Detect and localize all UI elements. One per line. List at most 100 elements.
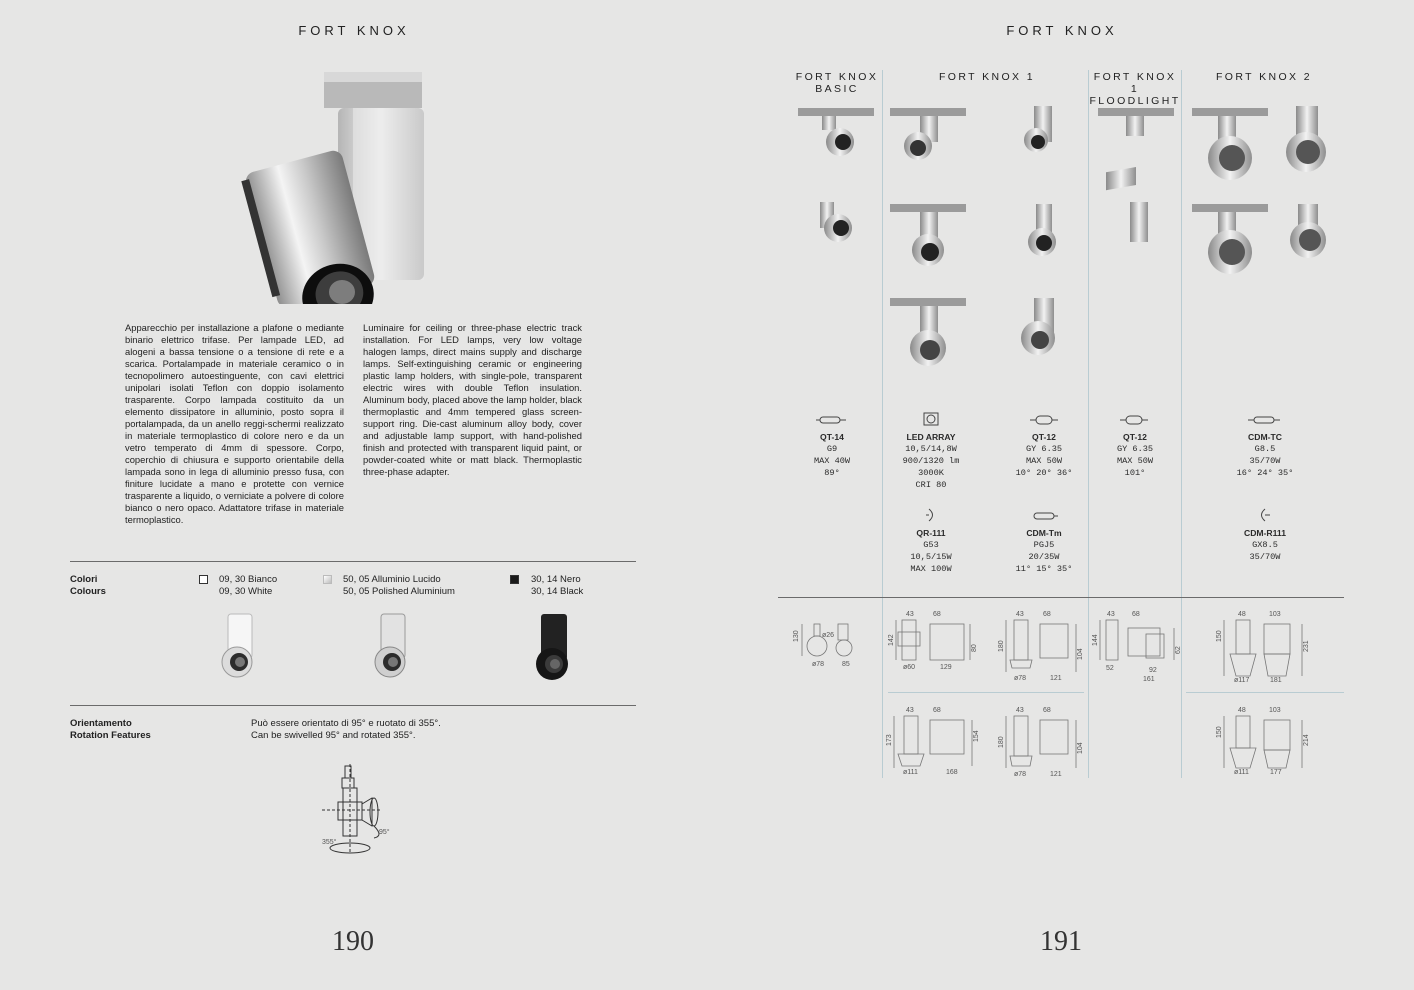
svg-text:ø78: ø78 — [812, 661, 824, 668]
led-array-icon — [923, 412, 939, 426]
spec-qt14: QT-14 G9 MAX 40W 89° — [813, 432, 851, 478]
svg-text:104: 104 — [1077, 648, 1084, 660]
aluminium-variant-image — [374, 613, 406, 678]
fk1-ceiling-spot-b — [1028, 204, 1056, 256]
basic-ceiling-spot — [820, 202, 852, 242]
svg-text:180: 180 — [998, 736, 1005, 748]
swivel-angle-label: 95° — [379, 828, 390, 836]
svg-text:62: 62 — [1175, 646, 1182, 654]
rotation-top-divider — [70, 705, 636, 706]
fk2-ceiling-spot-a — [1286, 106, 1326, 172]
svg-text:142: 142 — [888, 634, 895, 646]
svg-text:121: 121 — [1050, 675, 1062, 682]
left-page-number: 190 — [332, 926, 374, 957]
description-italian: Apparecchio per installazione a plafone … — [125, 322, 344, 525]
qr111-lamp-icon — [926, 508, 933, 522]
svg-text:104: 104 — [1077, 742, 1084, 754]
svg-text:ø111: ø111 — [1234, 769, 1249, 776]
colours-label: Colori Colours — [70, 574, 106, 597]
svg-text:103: 103 — [1269, 611, 1281, 618]
fk2-ceiling-spot-b — [1290, 204, 1326, 258]
svg-text:161: 161 — [1143, 676, 1155, 683]
svg-text:68: 68 — [1132, 611, 1140, 618]
left-page-header: FORT KNOX — [298, 23, 410, 38]
rotation-text: Può essere orientato di 95° e ruotato di… — [251, 718, 441, 741]
rotation-diagram: 95° 355° — [322, 764, 390, 854]
description-english: Luminaire for ceiling or three-phase ele… — [363, 322, 582, 477]
dimension-labels: 130 ø26 ø78 85 142 43 68 80 ø60 129 180 … — [793, 611, 1310, 778]
spec-qr111: QR-111 G53 10,5/15W MAX 100W — [910, 528, 952, 574]
dimension-drawings: 130 ø26 ø78 85 142 43 68 80 ø60 129 180 … — [793, 611, 1310, 778]
colours-top-divider — [70, 561, 636, 562]
svg-text:103: 103 — [1269, 707, 1281, 714]
svg-text:181: 181 — [1270, 677, 1282, 684]
right-page-number: 191 — [1040, 926, 1082, 957]
qt14-lamp-icon — [816, 416, 846, 424]
spec-led-array: LED ARRAY 10,5/14,8W 900/1320 lm 3000K C… — [902, 432, 960, 490]
svg-text:ø26: ø26 — [822, 632, 834, 639]
svg-text:214: 214 — [1303, 734, 1310, 746]
black-variant-image — [536, 614, 568, 680]
qt12-floodlight-lamp-icon — [1120, 415, 1148, 425]
spec-qt12: QT-12 GY 6.35 MAX 50W 10° 20° 36° — [1015, 432, 1073, 478]
svg-text:68: 68 — [933, 611, 941, 618]
rotation-label: Orientamento Rotation Features — [70, 718, 151, 741]
right-page-header: FORT KNOX — [1006, 23, 1118, 38]
fk1-ceiling-spot-a — [1024, 106, 1052, 152]
fk1-ceiling-spot-c — [1021, 298, 1055, 355]
svg-text:154: 154 — [973, 730, 980, 742]
cdm-r111-lamp-icon — [1261, 508, 1270, 522]
hero-spotlight-image — [241, 72, 424, 304]
qt12-lamp-icon — [1030, 415, 1058, 425]
svg-text:121: 121 — [1050, 771, 1062, 778]
fk2-track-spot-a — [1192, 108, 1268, 180]
svg-text:231: 231 — [1303, 640, 1310, 652]
basic-track-spot — [798, 108, 874, 156]
svg-text:168: 168 — [946, 769, 958, 776]
floodlight-ceiling — [1106, 166, 1148, 242]
black-colour-swatch — [510, 575, 519, 584]
svg-text:85: 85 — [842, 661, 850, 668]
white-colour-swatch — [199, 575, 208, 584]
fk1-track-spot-b — [890, 204, 966, 266]
svg-text:52: 52 — [1106, 665, 1114, 672]
column-separator — [1088, 70, 1089, 778]
cdm-tm-lamp-icon — [1033, 512, 1058, 520]
column-header-fort-knox-1: FORT KNOX 1 — [938, 71, 1036, 83]
svg-text:ø60: ø60 — [903, 664, 915, 671]
svg-text:ø78: ø78 — [1014, 771, 1026, 778]
fk1-track-spot-c — [890, 298, 966, 366]
svg-text:180: 180 — [998, 640, 1005, 652]
svg-text:68: 68 — [933, 707, 941, 714]
white-variant-image — [221, 613, 253, 678]
spec-cdm-tc: CDM-TC G8.5 35/70W 16° 24° 35° — [1236, 432, 1294, 478]
column-separator — [1181, 70, 1182, 778]
svg-text:68: 68 — [1043, 707, 1051, 714]
svg-text:43: 43 — [1107, 611, 1115, 618]
product-variant-images — [798, 100, 1326, 366]
svg-text:150: 150 — [1216, 726, 1223, 738]
aluminium-colour-swatch — [323, 575, 332, 584]
svg-text:48: 48 — [1238, 611, 1246, 618]
spec-qt12-floodlight: QT-12 GY 6.35 MAX 50W 101° — [1116, 432, 1154, 478]
svg-text:ø117: ø117 — [1234, 677, 1250, 684]
svg-text:144: 144 — [1092, 634, 1099, 646]
svg-text:80: 80 — [971, 644, 978, 652]
dimension-row-divider — [1186, 692, 1344, 693]
svg-text:68: 68 — [1043, 611, 1051, 618]
rotate-angle-label: 355° — [322, 838, 337, 846]
svg-text:150: 150 — [1216, 630, 1223, 642]
svg-text:43: 43 — [906, 707, 914, 714]
fk2-track-spot-b — [1192, 204, 1268, 274]
fk1-track-spot-a — [890, 108, 966, 160]
dimensions-divider — [778, 597, 1344, 598]
cdm-tc-lamp-icon — [1248, 416, 1280, 424]
dimension-row-divider — [888, 692, 1084, 693]
svg-text:48: 48 — [1238, 707, 1246, 714]
svg-text:43: 43 — [1016, 707, 1024, 714]
